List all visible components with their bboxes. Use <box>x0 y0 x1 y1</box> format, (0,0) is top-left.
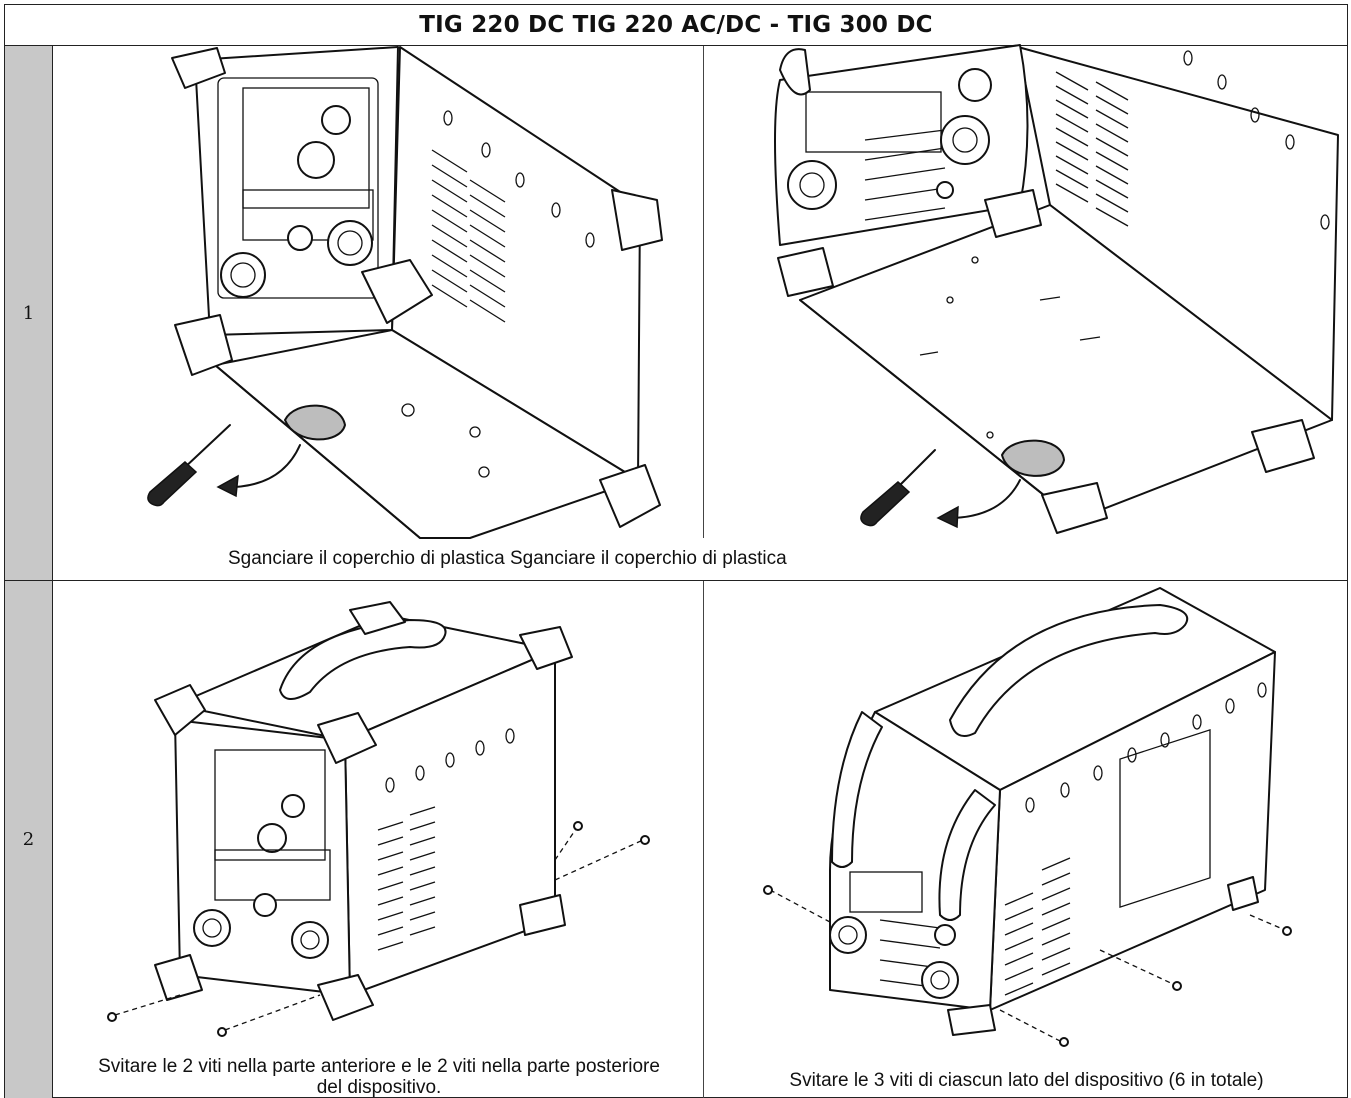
step-2-left-caption: Svitare le 2 viti nella parte anteriore … <box>98 1056 660 1098</box>
step-number-1: 1 <box>5 46 53 581</box>
column-divider-row-1 <box>703 46 704 538</box>
step-1-caption: Sganciare il coperchio di plastica Sganc… <box>228 548 787 569</box>
step-number-2: 2 <box>5 581 53 1098</box>
row-divider <box>4 580 1348 581</box>
step-2-right-caption: Svitare le 3 viti di ciascun lato del di… <box>789 1070 1264 1091</box>
page-title: TIG 220 DC TIG 220 AC/DC - TIG 300 DC <box>419 11 933 38</box>
column-divider-row-2 <box>703 581 704 1098</box>
table-header: TIG 220 DC TIG 220 AC/DC - TIG 300 DC <box>4 4 1348 46</box>
